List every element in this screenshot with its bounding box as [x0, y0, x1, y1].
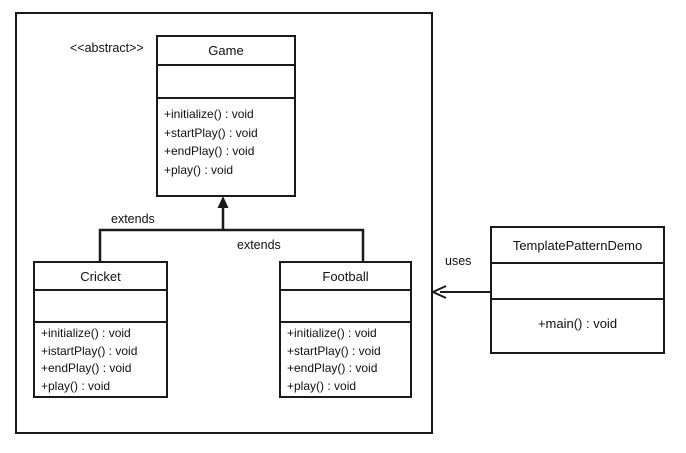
class-name: TemplatePatternDemo — [492, 228, 663, 264]
class-football: Football +initialize() : void +startPlay… — [279, 261, 412, 398]
class-operations: +initialize() : void +startPlay() : void… — [158, 99, 294, 179]
class-name: Football — [281, 263, 410, 291]
operation: +endPlay() : void — [287, 361, 378, 375]
inheritance-arrowhead — [217, 196, 229, 208]
inheritance-line — [98, 228, 365, 262]
extends-label: extends — [237, 238, 281, 252]
uses-arrowhead — [430, 285, 447, 299]
operation: +main() : void — [537, 316, 618, 331]
operation: +play() : void — [287, 378, 357, 393]
operation: +initialize() : void — [287, 326, 377, 340]
package-frame — [15, 12, 433, 434]
operation: +play() : void — [164, 162, 234, 177]
class-name: Game — [158, 37, 294, 66]
stereotype-label: <<abstract>> — [70, 41, 144, 55]
operation: +initialize() : void — [41, 326, 131, 340]
class-operations: +initialize() : void +startPlay() : void… — [281, 323, 410, 395]
operation: +startPlay() : void — [287, 343, 381, 358]
extends-label: extends — [111, 212, 155, 226]
operation: +endPlay() : void — [41, 361, 132, 375]
class-operations: +initialize() : void +istartPlay() : voi… — [35, 323, 166, 395]
class-operations: +main() : void — [492, 300, 663, 334]
uses-label: uses — [445, 254, 472, 268]
class-attributes — [35, 291, 166, 323]
operation: +startPlay() : void — [164, 125, 258, 140]
class-cricket: Cricket +initialize() : void +istartPlay… — [33, 261, 168, 398]
class-attributes — [492, 264, 663, 300]
operation: +initialize() : void — [164, 107, 254, 121]
class-attributes — [158, 66, 294, 99]
class-name: Cricket — [35, 263, 166, 291]
class-template-pattern-demo: TemplatePatternDemo +main() : void — [490, 226, 665, 354]
class-attributes — [281, 291, 410, 323]
operation: +istartPlay() : void — [41, 343, 138, 358]
operation: +play() : void — [41, 378, 111, 393]
class-game: Game +initialize() : void +startPlay() :… — [156, 35, 296, 197]
operation: +endPlay() : void — [164, 144, 255, 158]
